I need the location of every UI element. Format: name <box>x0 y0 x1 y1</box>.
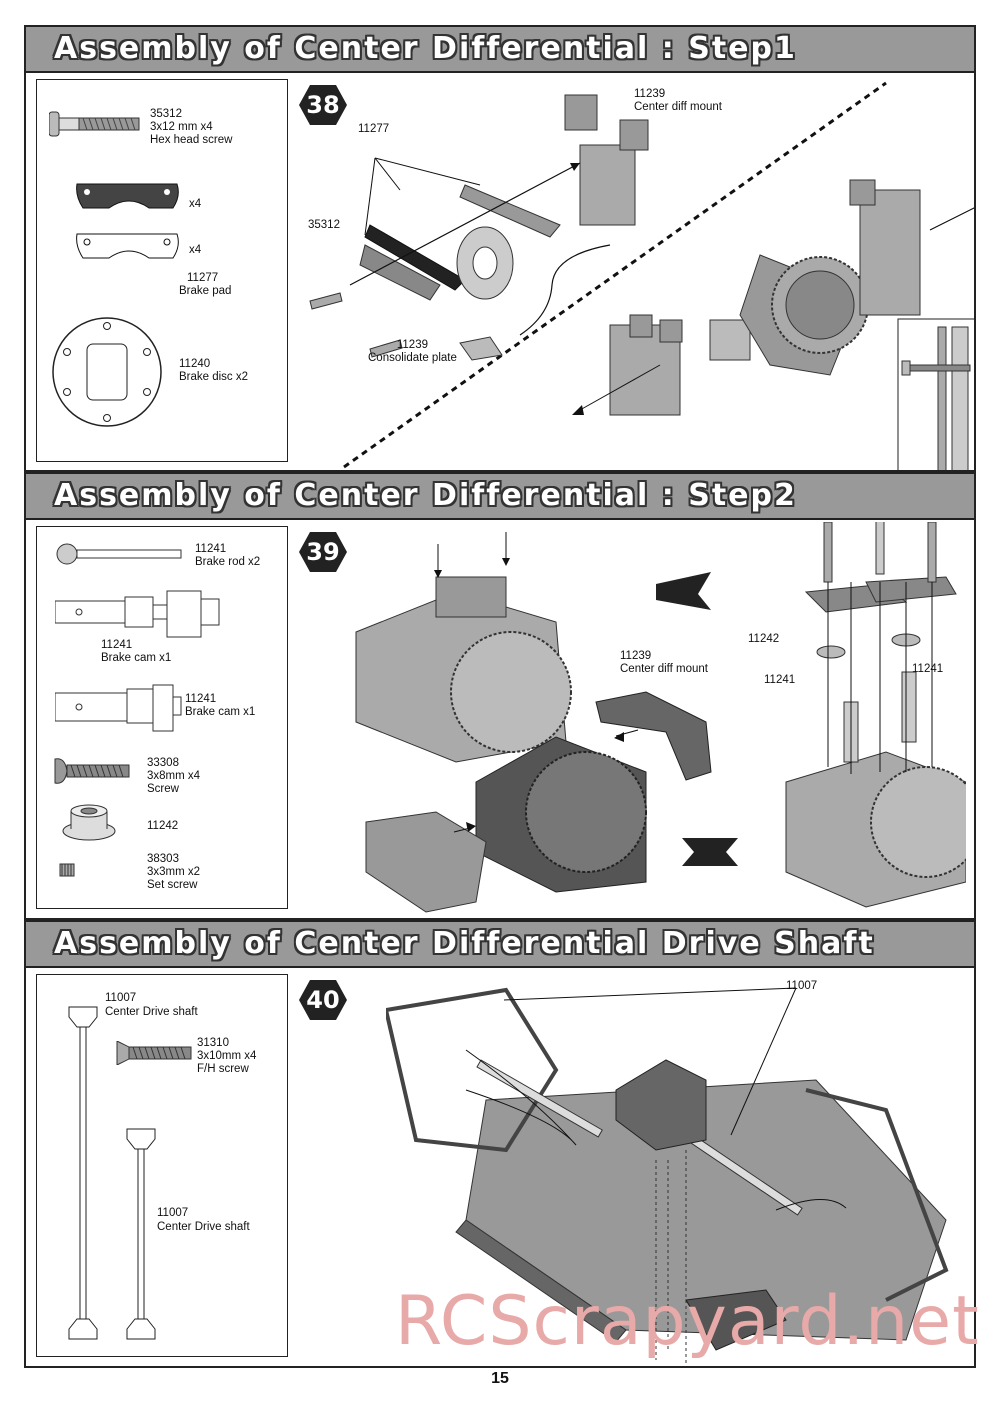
part-desc: Brake disc x2 <box>179 371 249 383</box>
part-code: 35312 <box>150 108 182 120</box>
part-code: 33308 <box>147 757 179 769</box>
part-desc: 3x3mm x2 Set screw <box>147 866 201 891</box>
brake-pad-dark-icon <box>76 183 179 209</box>
part-qty: x4 <box>189 244 202 256</box>
brake-rod-icon <box>56 543 182 565</box>
part-code: 11242 <box>147 820 179 832</box>
part-desc: Brake rod x2 <box>195 556 261 568</box>
bushing-icon <box>62 804 116 841</box>
section-title: Assembly of Center Differential Drive Sh… <box>54 926 875 961</box>
part-code: 11241 <box>195 543 227 555</box>
part-desc: Brake cam x1 <box>185 706 256 718</box>
part-code: 11241 <box>185 693 217 705</box>
parts-list-box: 35312 3x12 mm x4 Hex head screw x4 x4 11… <box>36 79 288 462</box>
drive-shaft-short-icon <box>126 1128 156 1340</box>
section-header: Assembly of Center Differential : Step1 <box>26 27 974 73</box>
brake-cam-icon <box>55 684 182 732</box>
callout-label: 11242 <box>748 633 780 645</box>
watermark: RCScrapyard.net <box>395 1282 980 1361</box>
page-number: 15 <box>491 1370 509 1387</box>
parts-list-box: 11241 Brake rod x2 11241 Brake cam x1 11… <box>36 526 288 909</box>
step-number: 38 <box>306 91 340 119</box>
part-code: 11277 <box>187 272 219 284</box>
part-code: 31310 <box>197 1037 229 1049</box>
callout-label: 11277 <box>358 123 390 135</box>
part-desc: 3x12 mm x4 Hex head screw <box>150 121 233 146</box>
hexagon-icon <box>299 532 347 572</box>
section-step2: Assembly of Center Differential : Step2 … <box>24 472 976 920</box>
part-qty: x4 <box>189 198 202 210</box>
part-desc: Brake cam x1 <box>101 652 172 664</box>
part-desc: 3x8mm x4 Screw <box>147 770 201 795</box>
brake-disc-icon <box>52 317 162 427</box>
section-title: Assembly of Center Differential : Step2 <box>54 478 797 513</box>
drive-shaft-long-icon <box>68 1006 98 1340</box>
section-title: Assembly of Center Differential : Step1 <box>54 31 797 66</box>
center-diff-step2-diagram <box>355 522 966 913</box>
callout-label: 11239 Center diff mount <box>620 650 709 675</box>
part-code: 11007 <box>157 1207 189 1219</box>
step-badge: 40 <box>298 978 348 1022</box>
section-step1: Assembly of Center Differential : Step1 … <box>24 25 976 472</box>
center-diff-exploded-diagram <box>309 81 974 470</box>
part-desc: Brake pad <box>179 285 232 297</box>
section-header: Assembly of Center Differential : Step2 <box>26 474 974 520</box>
part-code: 11241 <box>101 639 133 651</box>
callout-label: 11239 Consolidate plate <box>368 339 457 364</box>
chassis-assembly-diagram <box>386 987 949 1366</box>
part-code: 11240 <box>179 358 211 370</box>
part-code: 38303 <box>147 853 179 865</box>
screw-icon <box>54 758 130 784</box>
section-header: Assembly of Center Differential Drive Sh… <box>26 922 974 968</box>
step-number: 39 <box>306 538 340 566</box>
callout-label: 11007 <box>786 980 818 992</box>
callout-label: 35312 <box>308 219 340 231</box>
set-screw-icon <box>59 863 75 877</box>
step-number: 40 <box>306 986 340 1014</box>
part-desc: 3x10mm x4 F/H screw <box>197 1050 257 1075</box>
callout-label: 11241 <box>764 674 796 686</box>
section-drive-shaft: Assembly of Center Differential Drive Sh… <box>24 920 976 1368</box>
part-desc: Center Drive shaft <box>105 1006 198 1018</box>
part-code: 11007 <box>105 992 137 1004</box>
callout-label: 11241 <box>912 663 944 675</box>
hexagon-icon <box>299 85 347 125</box>
brake-pad-light-icon <box>76 233 179 259</box>
callout-label: 11239 Center diff mount <box>634 88 723 113</box>
brake-cam-icon <box>55 590 220 638</box>
hexagon-icon <box>299 980 347 1020</box>
step-badge: 39 <box>298 530 348 574</box>
step-badge: 38 <box>298 83 348 127</box>
parts-list-box: 11007 Center Drive shaft 31310 3x10mm x4… <box>36 974 288 1357</box>
flat-head-screw-icon <box>116 1041 192 1065</box>
part-desc: Center Drive shaft <box>157 1221 250 1233</box>
hex-screw-icon <box>49 111 140 137</box>
